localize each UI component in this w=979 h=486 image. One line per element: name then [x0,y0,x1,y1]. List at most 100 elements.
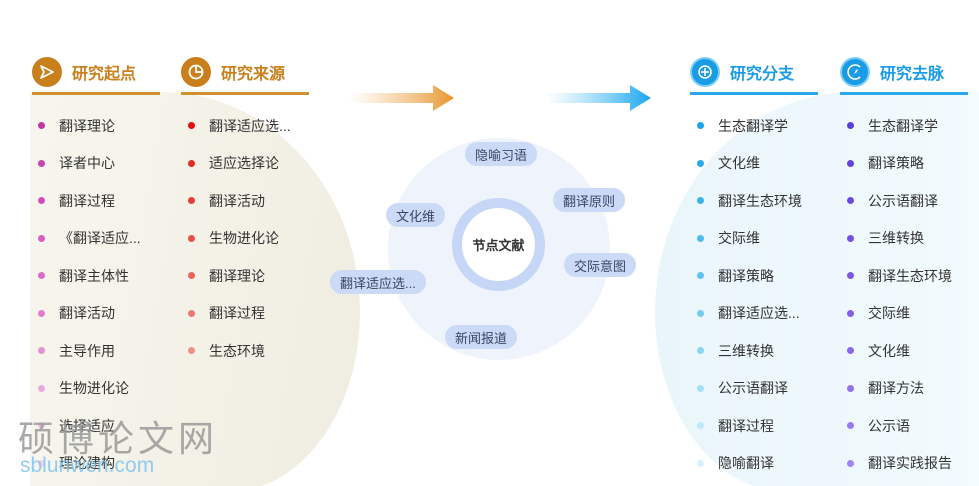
list-item-label: 翻译理论 [209,267,265,284]
bullet-dot-icon [847,347,854,355]
list-item-label: 公示语翻译 [718,380,788,397]
list-item-label: 生态环境 [209,342,265,359]
bullet-dot-icon [697,422,704,430]
bullet-dot-icon [38,459,45,467]
bullet-dot-icon [847,159,854,167]
bullet-dot-icon [697,309,704,317]
list-item[interactable]: 适应选择论 [188,145,291,183]
bullet-dot-icon [38,309,45,317]
target-icon [690,57,720,87]
list-item-label: 翻译过程 [209,305,265,322]
bullet-dot-icon [697,272,704,280]
bullet-dot-icon [697,159,704,167]
list-item[interactable]: 翻译实践报告 [847,445,952,483]
list-item[interactable]: 三维转换 [697,332,802,370]
list-item[interactable]: 翻译主体性 [38,257,141,295]
list-item-label: 理论建构 [59,455,115,472]
list-item[interactable]: 翻译过程 [38,182,141,220]
list-item[interactable]: 翻译生态环境 [697,182,802,220]
header-underline [690,92,818,95]
bullet-dot-icon [847,272,854,280]
list-item[interactable]: 翻译过程 [188,295,291,333]
bullet-dot-icon [188,234,195,242]
list-item[interactable]: 公示语翻译 [697,370,802,408]
bullet-dot-icon [38,159,45,167]
bullet-dot-icon [188,159,195,167]
list-item[interactable]: 翻译策略 [697,257,802,295]
list-item[interactable]: 翻译适应选... [697,295,802,333]
list-item[interactable]: 翻译生态环境 [847,257,952,295]
bullet-dot-icon [188,347,195,355]
bullet-dot-icon [38,422,45,430]
arrow-right-orange-icon [350,85,454,111]
bullet-dot-icon [38,384,45,392]
list-item[interactable]: 文化维 [847,332,952,370]
watermark-latin: sblunwen.com [20,454,155,477]
keyword-pill[interactable]: 翻译适应选... [330,270,426,294]
list-item[interactable]: 三维转换 [847,220,952,258]
list-item-label: 翻译过程 [718,417,774,434]
header-research-origin: 研究起点 [32,52,160,95]
list-item-label: 翻译实践报告 [868,455,952,472]
list-item-label: 翻译活动 [59,305,115,322]
list-item-label: 翻译策略 [718,267,774,284]
bullet-dot-icon [188,122,195,130]
keyword-pill[interactable]: 翻译原则 [553,188,626,212]
list-item[interactable]: 理论建构 [38,445,141,483]
bullet-dot-icon [847,309,854,317]
list-item-label: 交际维 [718,230,760,247]
header-research-source: 研究来源 [181,52,309,95]
list-item[interactable]: 翻译活动 [188,182,291,220]
list-item-label: 《翻译适应... [59,230,141,247]
list-item-label: 文化维 [718,155,760,172]
bullet-dot-icon [847,122,854,130]
bullet-dot-icon [697,197,704,205]
list-item[interactable]: 交际维 [697,220,802,258]
list-item[interactable]: 翻译活动 [38,295,141,333]
header-underline [840,92,968,95]
list-item[interactable]: 生物进化论 [38,370,141,408]
center-node[interactable]: 节点文献 [462,208,535,281]
list-item[interactable]: 选择适应 [38,407,141,445]
bullet-dot-icon [697,234,704,242]
header-research-trend: 研究去脉 [840,52,968,95]
header-research-branch: 研究分支 [690,52,818,95]
list-item[interactable]: 翻译策略 [847,145,952,183]
list-item[interactable]: 交际维 [847,295,952,333]
bullet-dot-icon [697,122,704,130]
list-item[interactable]: 文化维 [697,145,802,183]
list-item[interactable]: 《翻译适应... [38,220,141,258]
header-underline [32,92,160,95]
trend-list: 生态翻译学翻译策略公示语翻译三维转换翻译生态环境交际维文化维翻译方法公示语翻译实… [847,107,952,482]
bullet-dot-icon [697,347,704,355]
keyword-pill[interactable]: 文化维 [386,203,446,227]
list-item-label: 生态翻译学 [718,117,788,134]
keyword-pill[interactable]: 新闻报道 [445,325,518,349]
pie-chart-icon [181,57,211,87]
list-item[interactable]: 公示语翻译 [847,182,952,220]
list-item[interactable]: 生物进化论 [188,220,291,258]
bullet-dot-icon [38,197,45,205]
arrow-right-blue-icon [547,85,651,111]
list-item[interactable]: 生态环境 [188,332,291,370]
bullet-dot-icon [188,309,195,317]
watermark-chinese: 硕博论文网 [18,419,219,460]
list-item[interactable]: 翻译适应选... [188,107,291,145]
list-item[interactable]: 翻译理论 [188,257,291,295]
list-item[interactable]: 主导作用 [38,332,141,370]
list-item[interactable]: 生态翻译学 [847,107,952,145]
keyword-pill[interactable]: 交际意图 [564,253,637,277]
bullet-dot-icon [847,422,854,430]
keyword-pill[interactable]: 隐喻习语 [465,142,538,166]
bullet-dot-icon [847,197,854,205]
list-item-label: 翻译主体性 [59,267,129,284]
bullet-dot-icon [847,459,854,467]
list-item[interactable]: 翻译理论 [38,107,141,145]
list-item[interactable]: 隐喻翻译 [697,445,802,483]
list-item[interactable]: 译者中心 [38,145,141,183]
header-title: 研究去脉 [880,66,945,83]
list-item[interactable]: 翻译方法 [847,370,952,408]
list-item[interactable]: 生态翻译学 [697,107,802,145]
list-item[interactable]: 公示语 [847,407,952,445]
list-item[interactable]: 翻译过程 [697,407,802,445]
